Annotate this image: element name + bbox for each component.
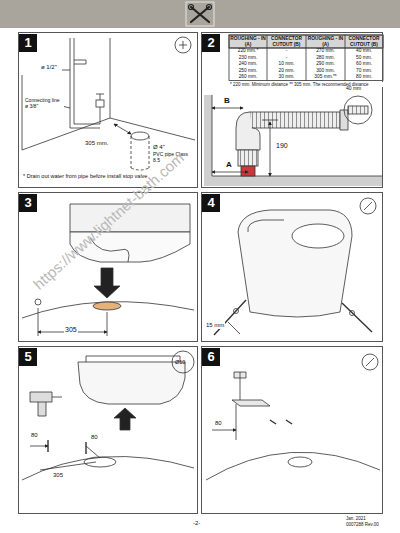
- table-cell: -: [267, 55, 306, 61]
- dimension-label: 305: [52, 472, 64, 479]
- table-cell: 50 mm.: [345, 55, 383, 61]
- dimension-label: Ø10: [175, 359, 185, 365]
- table-cell: 300 mm.: [306, 68, 345, 74]
- table-cell: 230 mm.: [229, 55, 267, 61]
- dimension-label: 80: [30, 432, 39, 439]
- step-number: 3: [19, 194, 37, 212]
- table-cell: 70 mm.: [345, 68, 383, 74]
- dimension-label: 80: [214, 420, 223, 427]
- dimension-label: B: [223, 96, 231, 105]
- dimension-label: 15 mm: [205, 322, 225, 329]
- table-cell: 220 mm.*: [229, 48, 267, 54]
- dimension-label: 40 mm: [345, 86, 362, 92]
- step-number: 6: [202, 348, 220, 366]
- step-panel: 5: [18, 346, 198, 514]
- table-cell: 20 mm.: [267, 68, 306, 74]
- table-cell: 270 mm.: [306, 48, 345, 54]
- dimension-label: 80: [90, 434, 99, 441]
- footer-text: 0007288 Rev.00: [345, 522, 380, 527]
- step-panel: 4: [201, 192, 383, 342]
- table-cell: 250 mm.: [229, 68, 267, 74]
- table-cell: 280 mm.: [306, 55, 345, 61]
- dimension-label: Ø 4": [152, 144, 166, 151]
- footer-text: -2-: [192, 520, 201, 527]
- footer-text: Jan. 2021: [345, 516, 367, 521]
- table-cell: 60 mm.: [345, 61, 383, 67]
- dimension-label: 305 mm.: [84, 140, 109, 147]
- table-cell: -: [267, 48, 306, 54]
- step-number: 2: [202, 34, 220, 52]
- step-number: 5: [19, 348, 37, 366]
- dimension-label: A: [225, 160, 233, 169]
- watermark: https://www.lightnet-bath.com: [30, 149, 187, 293]
- dimension-label: 305: [64, 326, 78, 334]
- table-cell: 290 mm.: [306, 61, 345, 67]
- table-cell: CONNECTOR CUTOUT (B): [345, 36, 383, 48]
- table-cell: 260 mm.: [229, 74, 267, 80]
- table-cell: 40 mm.: [345, 48, 383, 54]
- dimension-label: ø 1/2": [40, 64, 58, 71]
- table-cell: 240 mm.: [229, 61, 267, 67]
- dimension-label: Connecting line ø 3/8": [24, 98, 64, 110]
- step-number: 4: [202, 194, 220, 212]
- table-cell: 305 mm.**: [306, 74, 345, 80]
- table-cell: 10 mm.: [267, 61, 306, 67]
- step-number: 1: [19, 34, 37, 52]
- table-cell: CONNECTOR CUTOUT (B): [267, 36, 306, 48]
- table-cell: ROUGHING - IN (A): [306, 36, 345, 48]
- table-cell: ROUGHING - IN (A): [229, 36, 267, 48]
- table-cell: 30 mm.: [267, 74, 306, 80]
- table-cell: 80 mm.: [345, 74, 383, 80]
- step-panel: 6: [201, 346, 383, 514]
- dimension-label: 190: [275, 142, 289, 150]
